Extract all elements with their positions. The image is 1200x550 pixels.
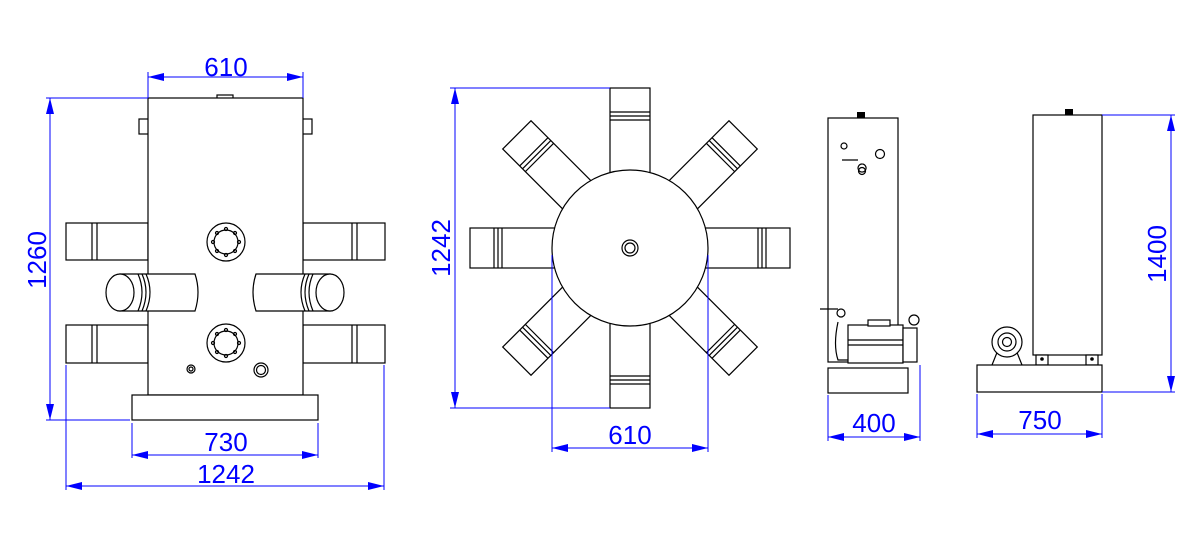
cylinder-left <box>105 273 199 312</box>
arm-upper-right <box>302 222 386 261</box>
front-view: 610 1260 730 1242 <box>22 52 386 490</box>
arm-lower-left <box>65 324 149 364</box>
flange-upper <box>206 222 246 262</box>
dim-label-side-width: 400 <box>852 408 895 438</box>
dimension-rear-height <box>1102 114 1175 393</box>
arm-lower-right <box>302 324 386 364</box>
rear-view: 1400 750 <box>976 109 1175 438</box>
dimension-top-height <box>450 87 610 409</box>
arm-upper-left <box>65 222 149 261</box>
dimension-rear-width <box>976 394 1103 438</box>
motor <box>991 326 1023 366</box>
dim-label-rear-height: 1400 <box>1142 225 1172 283</box>
flange-lower <box>206 323 246 363</box>
dim-label-front-overall: 1242 <box>197 459 255 489</box>
dim-label-front-top: 610 <box>204 52 247 82</box>
dim-label-front-base: 730 <box>204 427 247 457</box>
dimension-front-overall <box>65 365 385 490</box>
radial-arm <box>609 87 651 174</box>
dimension-side-width <box>827 365 921 441</box>
rear-tower <box>1032 114 1103 356</box>
dimension-front-height <box>46 97 148 421</box>
base-plate <box>131 394 319 421</box>
cylinder-right <box>252 273 345 312</box>
pump-motor <box>820 308 920 364</box>
rear-base <box>976 364 1103 393</box>
dimension-front-base <box>131 423 319 459</box>
dimension-front-top <box>147 72 304 98</box>
main-body <box>147 97 304 396</box>
dim-label-front-height: 1260 <box>22 231 52 289</box>
top-view: 1242 610 <box>426 87 791 452</box>
dimension-top-width <box>551 255 709 452</box>
side-view: 400 <box>820 112 921 441</box>
dim-label-rear-width: 750 <box>1018 405 1061 435</box>
side-base <box>827 367 909 394</box>
central-drum <box>551 169 709 327</box>
dim-label-top-width: 610 <box>608 420 651 450</box>
dim-label-top-height: 1242 <box>426 219 456 277</box>
